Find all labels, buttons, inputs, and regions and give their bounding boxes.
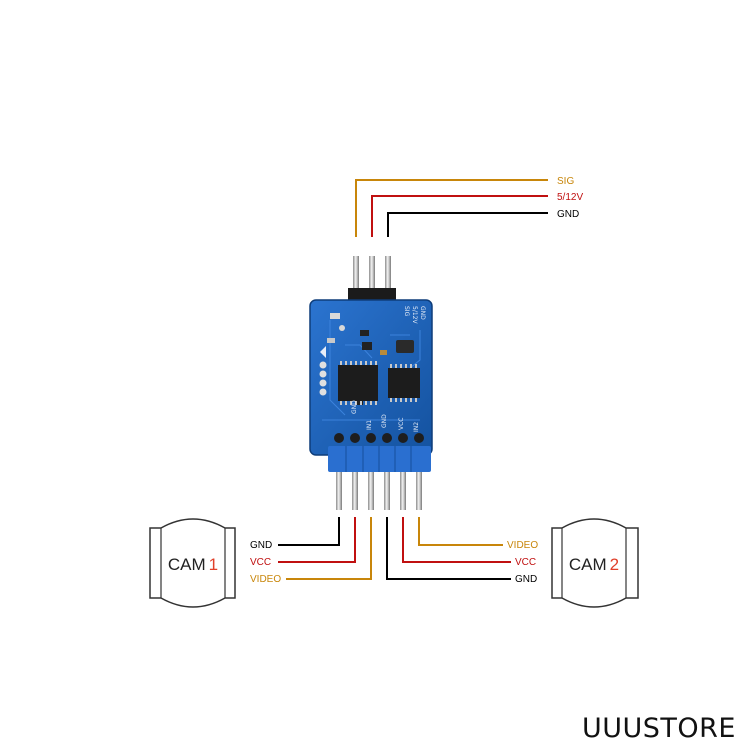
silk-bottom-2: IN1 (366, 420, 373, 430)
ic-chip-1 (338, 361, 378, 405)
silk-bottom-3: GND (381, 414, 388, 428)
cam2-number: 2 (610, 555, 619, 574)
top-pin-1 (353, 256, 359, 300)
bottom-pin-1 (336, 472, 342, 510)
silk-5-12v: 5/12V (411, 306, 418, 324)
silk-sig: SIG (403, 306, 410, 317)
bottom-header (328, 433, 431, 510)
cam1-video-wire (286, 517, 372, 580)
cam1-vcc-wire (278, 517, 356, 563)
label-5-12v: 5/12V (557, 192, 583, 203)
smd-component (362, 342, 372, 350)
cam2-video-wire (418, 517, 503, 546)
smd-component (360, 330, 369, 336)
bottom-pin-5 (400, 472, 406, 510)
brand-logo: UUUSTORE (582, 713, 736, 744)
cam1-number: 1 (209, 555, 218, 574)
cam1-label-vcc: VCC (250, 557, 271, 568)
arrow-marker (320, 346, 326, 358)
top-header-housing (348, 288, 396, 302)
cam2-label-gnd: GND (515, 574, 537, 585)
smd-component (355, 400, 363, 405)
silk-gnd: GND (419, 306, 426, 320)
cam2-name: CAM (569, 555, 607, 574)
cam1-gnd-wire (278, 517, 340, 546)
cam2-label-vcc: VCC (515, 557, 536, 568)
bottom-pin-2 (352, 472, 358, 510)
ic-chip-2 (388, 364, 420, 402)
silk-bottom-4: VCC (398, 418, 405, 430)
top-wires (355, 179, 548, 237)
silk-bottom-1: GND (351, 400, 358, 414)
pcb-board: GND 5/12V SIG GND IN1 GND VCC IN2 (309, 299, 433, 456)
cam1-wires (278, 517, 372, 580)
sig-wire (355, 179, 548, 237)
cam2-vcc-wire (402, 517, 511, 563)
silk-bottom-5: IN2 (413, 422, 420, 432)
label-gnd-top: GND (557, 209, 579, 220)
top-pin-2 (369, 256, 375, 300)
cam1-label-video: VIDEO (250, 574, 281, 585)
cam2-label-video: VIDEO (507, 540, 538, 551)
bottom-pin-3 (368, 472, 374, 510)
top-pin-3 (385, 256, 391, 300)
smd-component (327, 338, 335, 343)
power-wire (371, 195, 548, 237)
top-header (348, 256, 396, 302)
smd-component (330, 313, 340, 319)
bottom-pin-4 (384, 472, 390, 510)
bottom-pin-6 (416, 472, 422, 510)
regulator-chip (396, 340, 414, 353)
cam1-label-gnd: GND (250, 540, 272, 551)
cam1-name: CAM (168, 555, 206, 574)
cam2-gnd-wire (386, 517, 511, 580)
label-sig: SIG (557, 176, 574, 187)
gnd-wire (387, 212, 548, 237)
cam2-wires (386, 517, 511, 580)
smd-component (380, 350, 387, 355)
side-pads (319, 361, 327, 396)
mounting-pad (339, 325, 345, 331)
